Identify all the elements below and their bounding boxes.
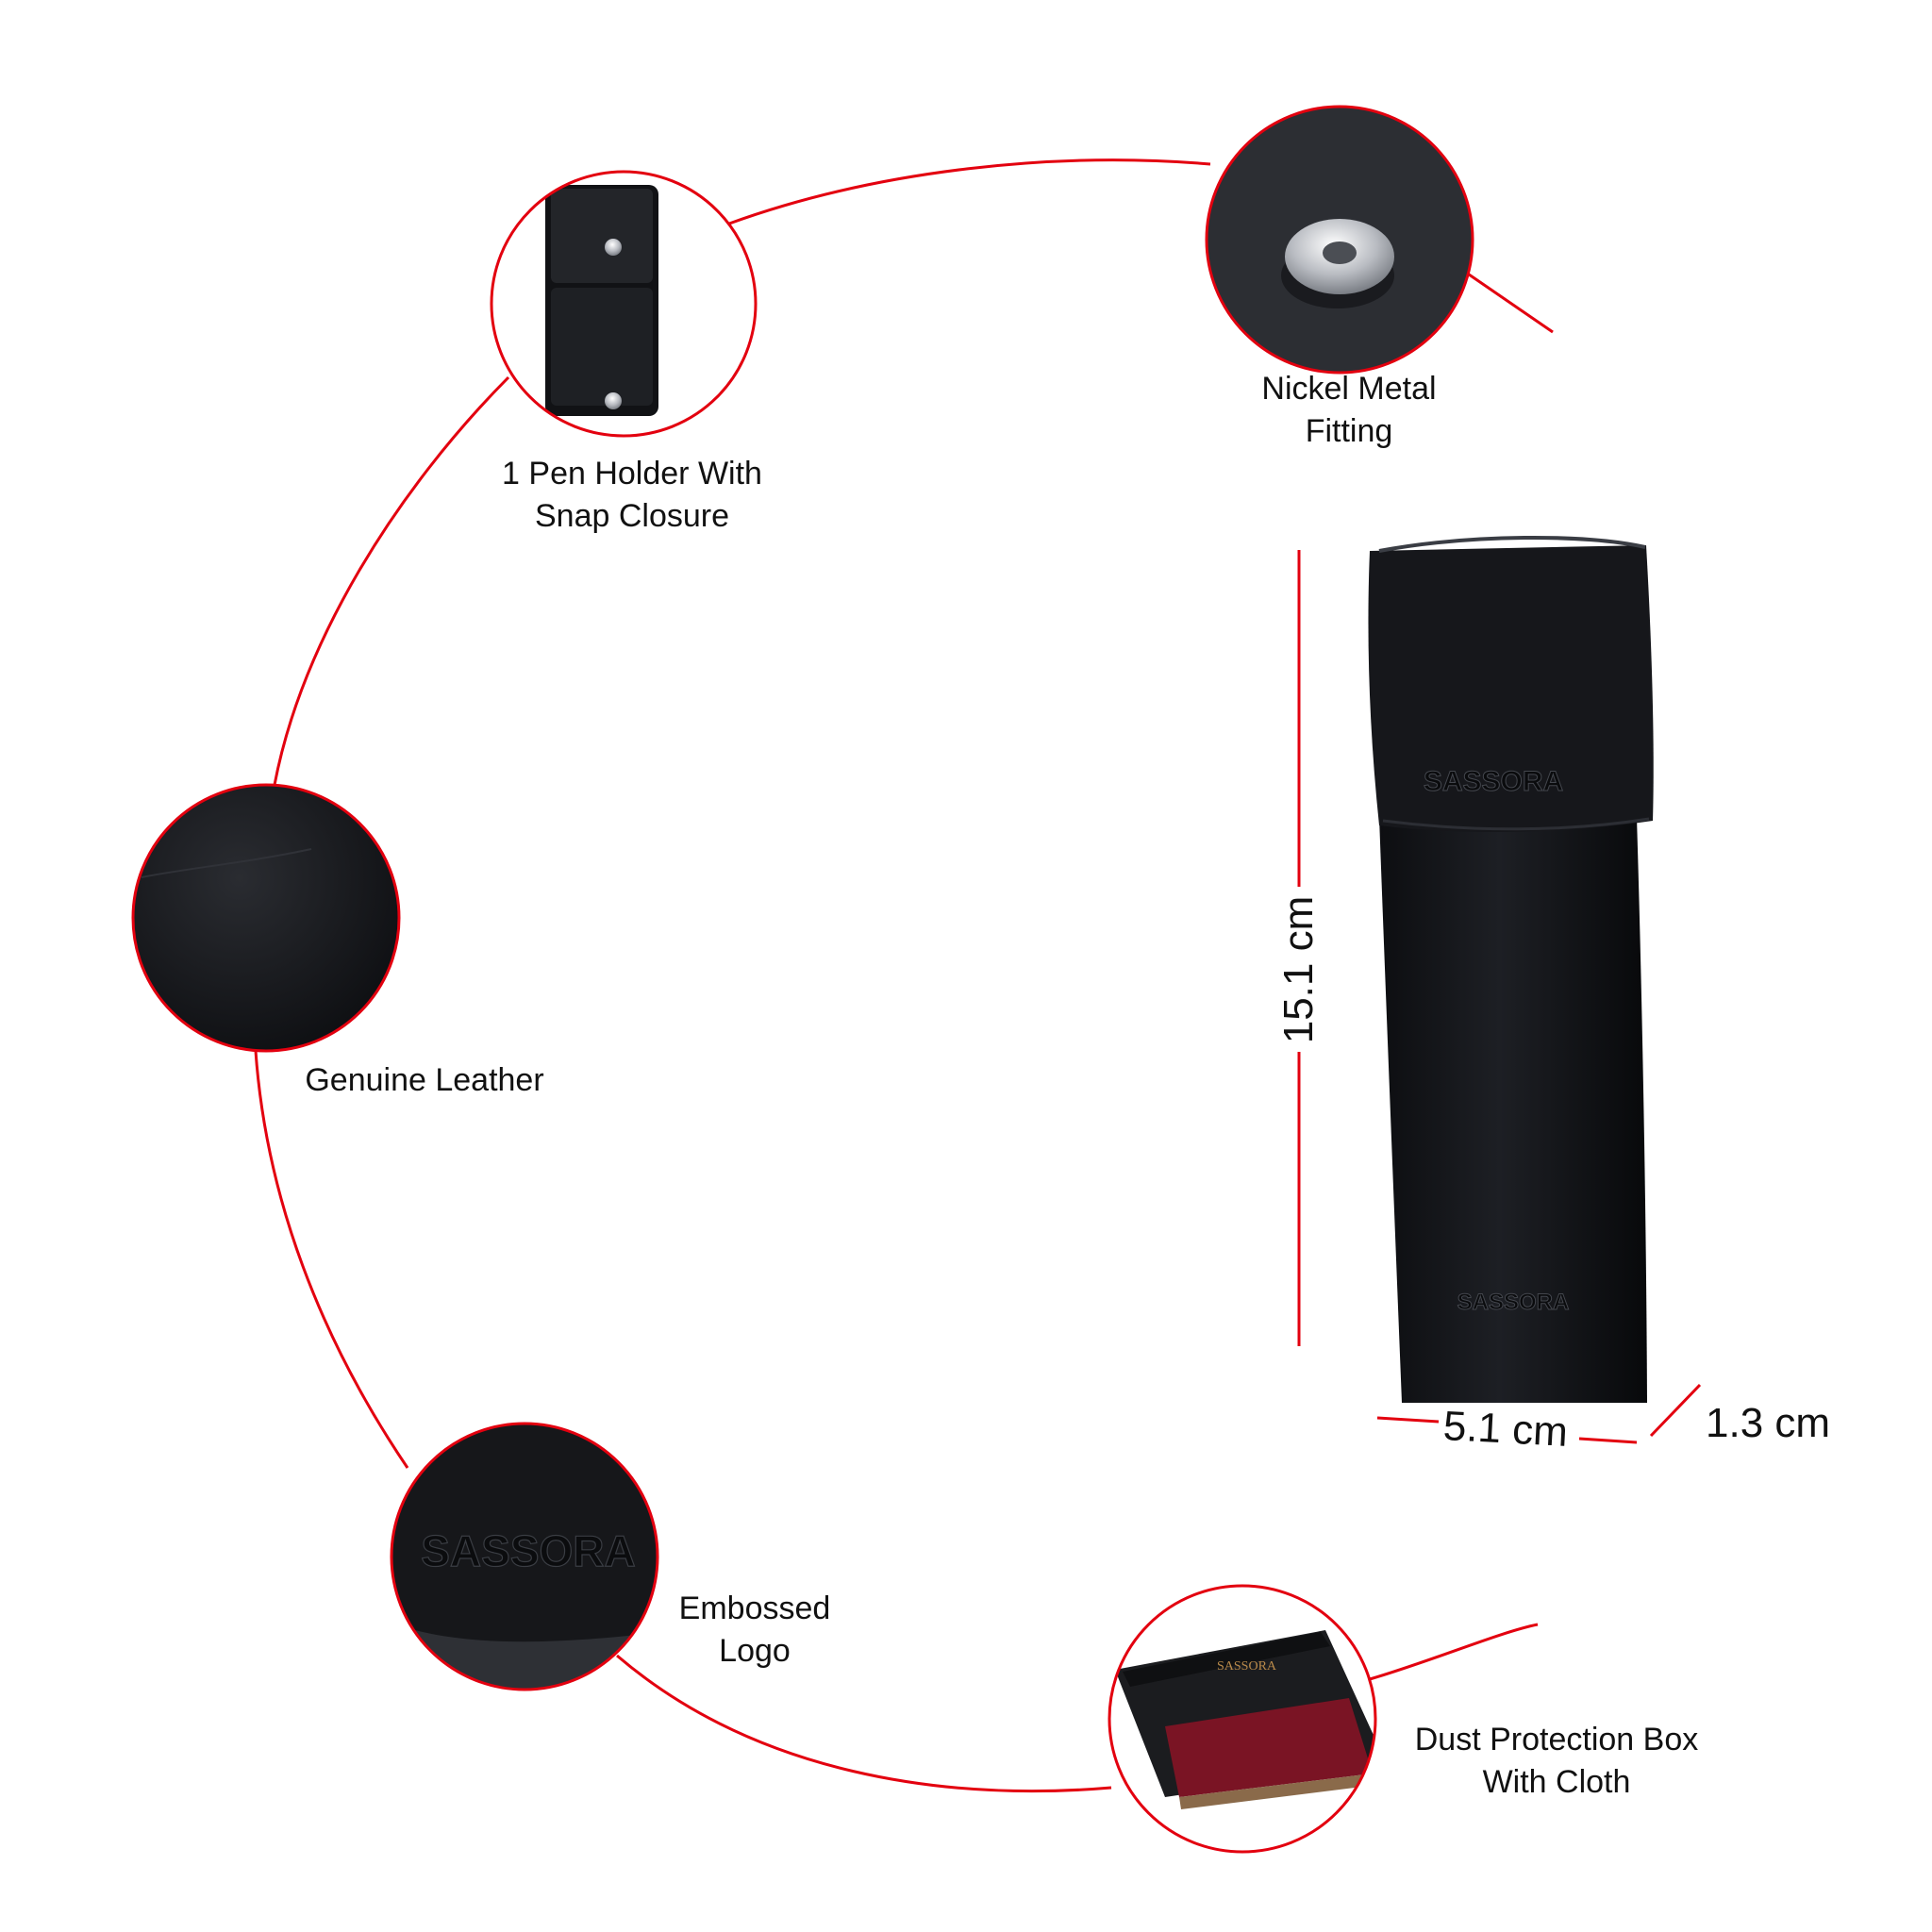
pen-holder-circle <box>490 170 758 438</box>
dust-box-image: SASSORA <box>1109 1586 1375 1852</box>
pen-case-photo: SASSORA SASSORA <box>1368 535 1654 1403</box>
height-dimension-label: 15.1 cm <box>1275 895 1322 1044</box>
svg-text:SASSORA: SASSORA <box>1457 1290 1570 1315</box>
pen-holder-image <box>491 172 756 436</box>
nickel-fitting-circle <box>1205 105 1474 375</box>
nickel-fitting-image <box>1207 107 1473 373</box>
depth-dimension-label: 1.3 cm <box>1706 1400 1831 1446</box>
svg-text:SASSORA: SASSORA <box>421 1526 635 1575</box>
nickel-fitting-label: Nickel Metal Fitting <box>1261 371 1437 449</box>
dust-box-circle <box>1108 1584 1377 1854</box>
pen-holder-label: 1 Pen Holder With Snap Closure <box>502 456 762 534</box>
embossed-logo-label: Embossed Logo <box>678 1591 831 1669</box>
svg-text:SASSORA: SASSORA <box>1217 1659 1277 1674</box>
embossed-logo-circle <box>390 1422 659 1691</box>
genuine-leather-image <box>133 785 399 1051</box>
width-dimension-label: 5.1 cm <box>1441 1403 1570 1456</box>
connector-arc <box>254 158 1554 1793</box>
dust-box-label: Dust Protection Box With Cloth <box>1414 1722 1699 1800</box>
genuine-leather-circle <box>131 783 401 1053</box>
genuine-leather-label: Genuine Leather <box>305 1062 544 1098</box>
dimension-lines <box>1297 550 1702 1444</box>
svg-text:SASSORA: SASSORA <box>1424 766 1563 797</box>
